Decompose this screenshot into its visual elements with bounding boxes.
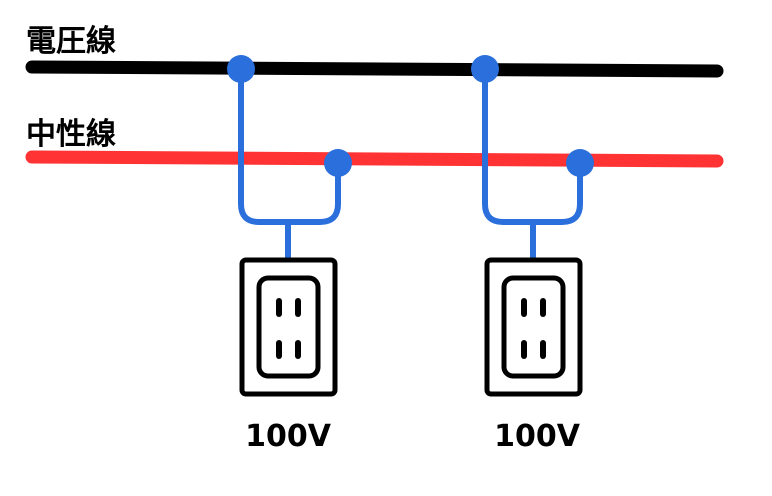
outlet-2-icon bbox=[484, 257, 583, 397]
outlet-1-slot-top-right bbox=[295, 298, 301, 317]
voltage-line-label: 電圧線 bbox=[26, 24, 116, 59]
outlet-2-receptacle bbox=[501, 275, 566, 379]
outlet-1-receptacle bbox=[256, 275, 321, 379]
outlet-2-slot-top-right bbox=[540, 298, 546, 317]
neutral-line bbox=[25, 150, 724, 168]
outlet-1-neutral-wire bbox=[288, 163, 341, 225]
outlet-2-slot-top-left bbox=[521, 298, 527, 317]
outlet-2-voltage-wire bbox=[482, 69, 536, 260]
outlet-2-voltage-junction bbox=[471, 55, 499, 83]
outlet-1-voltage-wire bbox=[238, 69, 291, 260]
outlet-2-slot-bottom-right bbox=[540, 340, 546, 359]
outlet-1-voltage-junction bbox=[227, 55, 255, 83]
outlet-1-voltage-label: 100V bbox=[245, 419, 332, 454]
neutral-line-label: 中性線 bbox=[26, 117, 116, 152]
outlet-2-voltage-label: 100V bbox=[494, 419, 581, 454]
outlet-1-slot-bottom-left bbox=[276, 340, 282, 359]
outlet-1-wiring bbox=[227, 55, 352, 260]
outlet-1-icon bbox=[239, 257, 338, 397]
outlet-1-neutral-junction bbox=[324, 149, 352, 177]
outlet-2-neutral-wire bbox=[533, 163, 583, 225]
outlet-2-wiring bbox=[471, 55, 594, 260]
outlet-2-slot-bottom-left bbox=[521, 340, 527, 359]
outlet-1-slot-bottom-right bbox=[295, 340, 301, 359]
outlet-1-slot-top-left bbox=[276, 298, 282, 317]
outlet-2-neutral-junction bbox=[566, 149, 594, 177]
voltage-line bbox=[25, 60, 724, 78]
